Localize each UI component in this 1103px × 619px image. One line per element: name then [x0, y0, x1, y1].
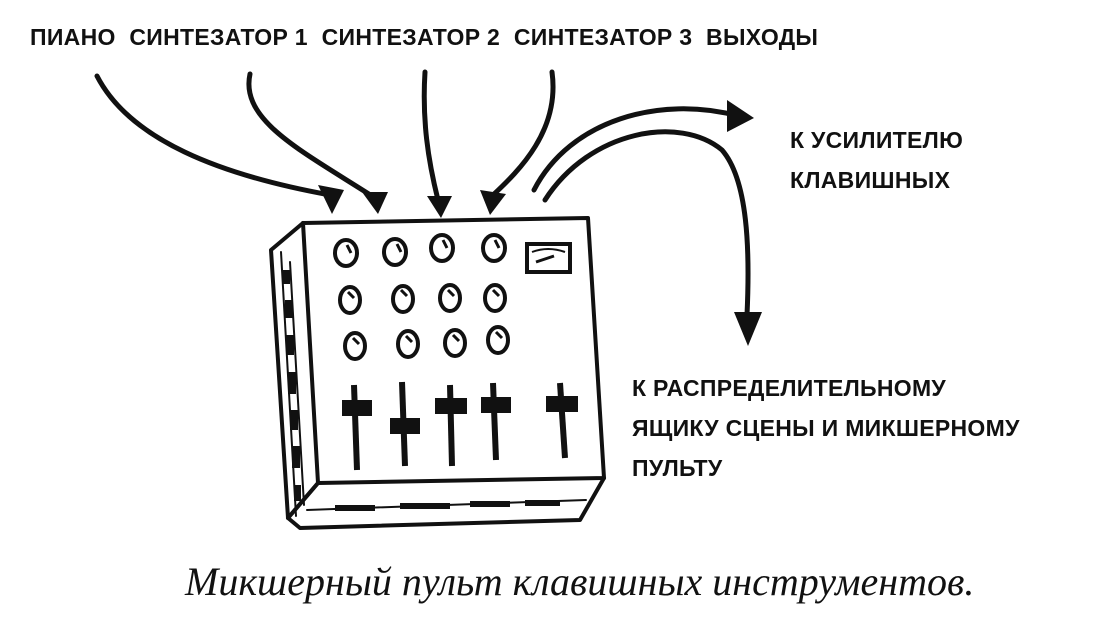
knob [486, 325, 510, 355]
knob [333, 238, 359, 268]
bottom-vents [335, 500, 560, 511]
knob-row-3 [343, 325, 510, 361]
knob [391, 284, 415, 314]
stage-box-label-line-3: ПУЛЬТУ [632, 455, 723, 481]
side-vents [282, 270, 301, 501]
cable-to-amplifier [531, 106, 741, 193]
label-synth-2: СИНТЕЗАТОР 2 [321, 24, 501, 50]
mixer-bottom-side [286, 476, 606, 530]
arrow-head-synth-1 [362, 192, 388, 214]
fader-1 [342, 384, 372, 471]
cable-to-stage-box [542, 129, 751, 318]
knob [443, 328, 467, 358]
knob [338, 285, 362, 315]
stage-box-label-line-2: ЯЩИКУ СЦЕНЫ И МИКШЕРНОМУ [632, 415, 1020, 441]
arrow-head-synth-2 [427, 196, 452, 218]
input-labels: ПИАНО СИНТЕЗАТОР 1 СИНТЕЗАТОР 2 СИНТЕЗАТ… [30, 24, 825, 51]
fader-3 [435, 384, 467, 467]
vu-meter-icon [525, 242, 572, 274]
stage-box-label-line-1: К РАСПРЕДЕЛИТЕЛЬНОМУ [632, 375, 947, 401]
knob [481, 233, 507, 263]
cable-synth-2 [421, 69, 441, 203]
label-outputs: ВЫХОДЫ [706, 24, 819, 50]
stage-box-label: К РАСПРЕДЕЛИТЕЛЬНОМУ ЯЩИКУ СЦЕНЫ И МИКШЕ… [632, 368, 1020, 488]
knob [429, 233, 455, 263]
fader-5 [546, 382, 578, 459]
fader-2 [390, 381, 420, 467]
label-synth-3: СИНТЕЗАТОР 3 [513, 24, 693, 50]
knob-row-1 [333, 233, 507, 268]
arrow-head-amplifier [727, 100, 754, 132]
faders [342, 381, 578, 471]
amplifier-label: К УСИЛИТЕЛЮ КЛАВИШНЫХ [790, 120, 963, 200]
arrow-head-synth-3 [480, 190, 506, 215]
knob [382, 237, 408, 267]
label-piano: ПИАНО [30, 24, 116, 50]
knob [438, 283, 462, 313]
amplifier-label-line-2: КЛАВИШНЫХ [790, 167, 951, 193]
arrow-head-piano [318, 185, 344, 214]
knob-row-2 [338, 283, 507, 315]
cable-piano [94, 73, 333, 198]
fader-4 [481, 382, 511, 461]
arrow-head-stage-box [734, 312, 762, 346]
figure-caption: Микшерный пульт клавишных инструментов. [185, 559, 975, 604]
cable-synth-1 [246, 71, 375, 199]
knob [343, 331, 367, 361]
amplifier-label-line-1: К УСИЛИТЕЛЮ [790, 127, 964, 153]
knob [396, 329, 420, 359]
knob [483, 283, 507, 313]
cable-synth-3 [489, 69, 556, 199]
label-synth-1: СИНТЕЗАТОР 1 [129, 24, 308, 50]
